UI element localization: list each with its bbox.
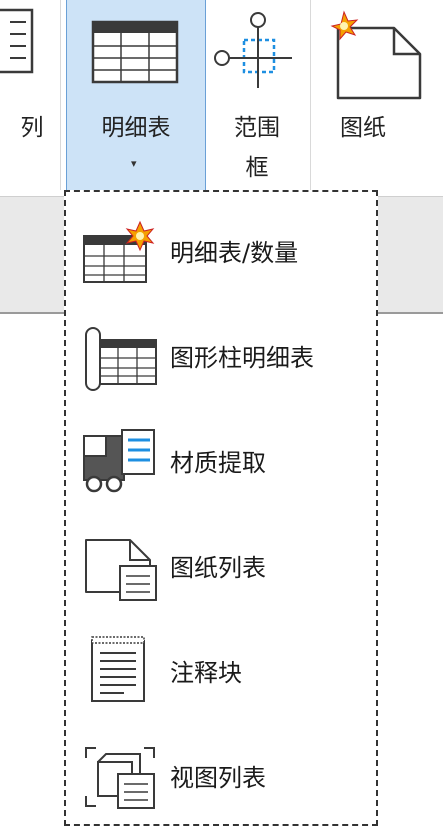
menu-item-label: 图纸列表 bbox=[170, 554, 266, 582]
note-block-icon bbox=[91, 636, 145, 702]
dropdown-caret-icon[interactable]: ▾ bbox=[131, 157, 137, 170]
ribbon: 列 明细表 ▾ 范围 框 bbox=[0, 0, 443, 196]
menu-item-graphical-column-schedule[interactable]: 图形柱明细表 bbox=[66, 307, 376, 407]
ribbon-button-sheet[interactable]: 图纸 bbox=[318, 0, 443, 196]
schedules-dropdown-menu: 明细表/数量 图形柱明细表 材质提取 bbox=[64, 190, 378, 826]
menu-item-label: 材质提取 bbox=[170, 449, 266, 477]
ribbon-separator bbox=[60, 0, 61, 190]
sheet-list-icon bbox=[85, 539, 157, 601]
ribbon-button-partial[interactable]: 列 bbox=[0, 0, 55, 196]
new-sheet-icon bbox=[330, 10, 422, 100]
menu-item-sheet-list[interactable]: 图纸列表 bbox=[66, 517, 376, 617]
schedule-quantities-icon bbox=[83, 220, 155, 283]
ribbon-button-scope-box-label-1: 范围 bbox=[234, 115, 280, 141]
menu-item-label: 注释块 bbox=[170, 659, 242, 687]
scope-box-icon bbox=[214, 12, 292, 88]
ribbon-button-schedules-label: 明细表 bbox=[101, 115, 171, 141]
menu-item-material-takeoff[interactable]: 材质提取 bbox=[66, 412, 376, 512]
ribbon-button-schedules[interactable]: 明细表 ▾ bbox=[66, 0, 206, 196]
menu-item-label: 明细表/数量 bbox=[170, 239, 299, 267]
ribbon-button-scope-box-label-2: 框 bbox=[245, 155, 269, 181]
view-list-icon bbox=[85, 747, 155, 809]
menu-item-label: 图形柱明细表 bbox=[170, 344, 314, 372]
menu-item-schedule-quantities[interactable]: 明细表/数量 bbox=[66, 202, 376, 302]
schedule-table-icon bbox=[91, 20, 179, 84]
ribbon-button-scope-box[interactable]: 范围 框 bbox=[212, 0, 302, 196]
material-takeoff-icon bbox=[83, 429, 155, 493]
ribbon-separator bbox=[310, 0, 311, 190]
menu-item-note-block[interactable]: 注释块 bbox=[66, 622, 376, 722]
menu-item-label: 视图列表 bbox=[170, 764, 266, 792]
list-icon bbox=[0, 8, 34, 74]
ribbon-button-partial-label: 列 bbox=[20, 115, 44, 141]
graphical-column-schedule-icon bbox=[85, 327, 157, 391]
menu-item-view-list[interactable]: 视图列表 bbox=[66, 727, 376, 827]
ribbon-button-sheet-label: 图纸 bbox=[340, 115, 386, 141]
